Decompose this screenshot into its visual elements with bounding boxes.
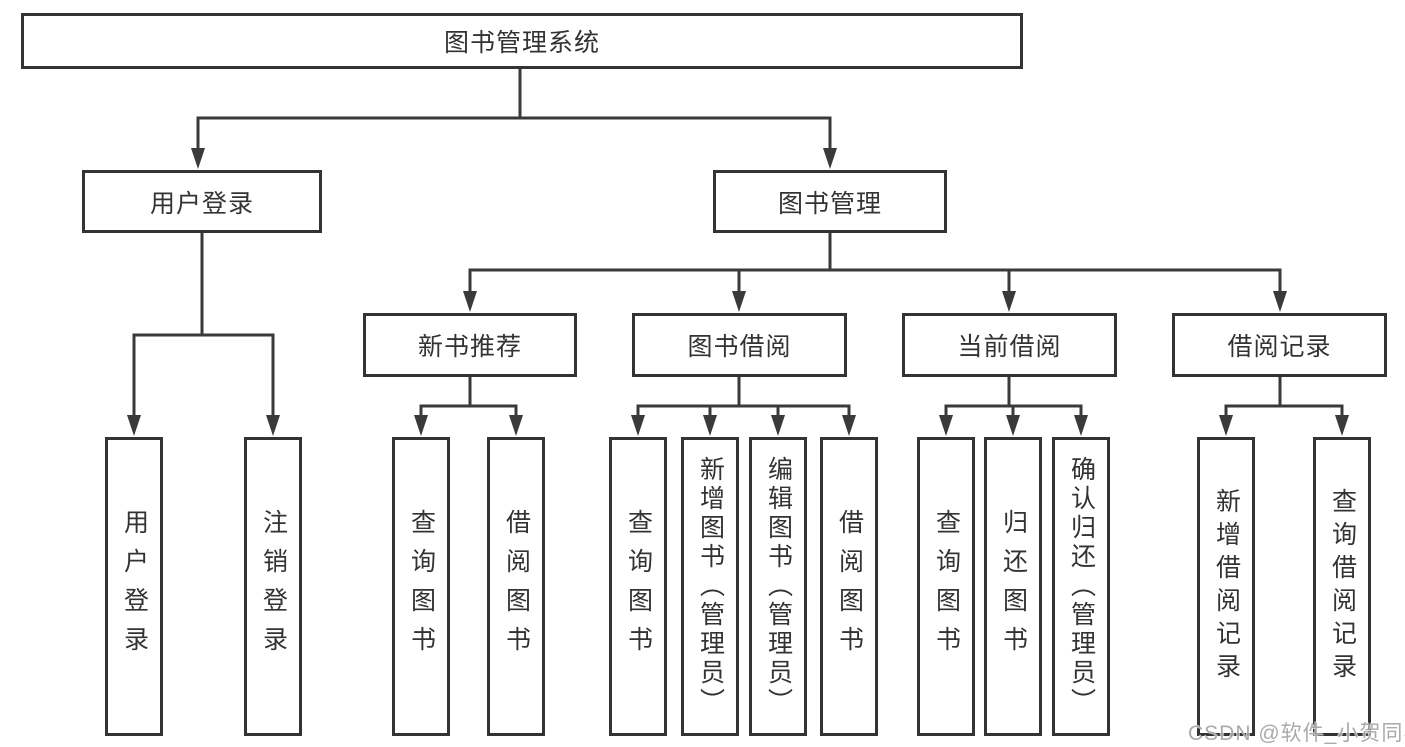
node-label: 借阅图书 [835,508,864,665]
leaf-add-borrow-record: 新增借阅记录 [1197,437,1255,736]
node-book-borrowing: 图书借阅 [632,313,847,377]
node-label: 图书管理 [777,189,882,218]
node-book-management: 图书管理 [713,170,947,233]
node-label: 确认归还（管理员） [1067,456,1096,717]
node-label: 用户登录 [149,189,254,218]
leaf-edit-books-admin: 编辑图书（管理员） [749,437,807,736]
node-label: 借阅图书 [502,508,531,665]
csdn-watermark: CSDN @软件_小贺同学 [1188,722,1405,745]
node-label: 图书借阅 [687,333,792,361]
node-label: 新增图书（管理员） [696,456,725,717]
leaf-query-books-recommend: 查询图书 [392,437,450,736]
node-new-book-recommendation: 新书推荐 [363,313,577,377]
leaf-return-books: 归还图书 [984,437,1042,736]
node-current-borrowing: 当前借阅 [902,313,1117,377]
leaf-user-login: 用户登录 [105,437,163,736]
leaf-query-books-current: 查询图书 [917,437,975,736]
leaf-borrow-books-borrowing: 借阅图书 [820,437,878,736]
node-label: 归还图书 [999,508,1028,665]
node-label: 图书管理系统 [443,29,600,57]
leaf-query-borrow-record: 查询借阅记录 [1313,437,1371,736]
node-label: 查询借阅记录 [1328,487,1357,686]
leaf-query-books-borrowing: 查询图书 [609,437,667,736]
leaf-add-books-admin: 新增图书（管理员） [681,437,739,736]
leaf-borrow-books-recommend: 借阅图书 [487,437,545,736]
node-label: 新书推荐 [417,333,522,361]
node-label: 当前借阅 [957,333,1062,361]
node-borrow-records: 借阅记录 [1172,313,1387,377]
leaf-logout: 注销登录 [244,437,302,736]
node-label: 查询图书 [624,508,653,665]
node-label: 新增借阅记录 [1212,487,1241,686]
node-label: 查询图书 [932,508,961,665]
node-user-login: 用户登录 [82,170,322,233]
node-label: 借阅记录 [1227,333,1332,361]
node-label: 用户登录 [120,508,149,665]
node-library-management-system: 图书管理系统 [21,13,1023,69]
node-label: 查询图书 [407,508,436,665]
node-label: 注销登录 [259,508,288,665]
node-label: 编辑图书（管理员） [764,456,793,717]
leaf-confirm-return-admin: 确认归还（管理员） [1052,437,1110,736]
